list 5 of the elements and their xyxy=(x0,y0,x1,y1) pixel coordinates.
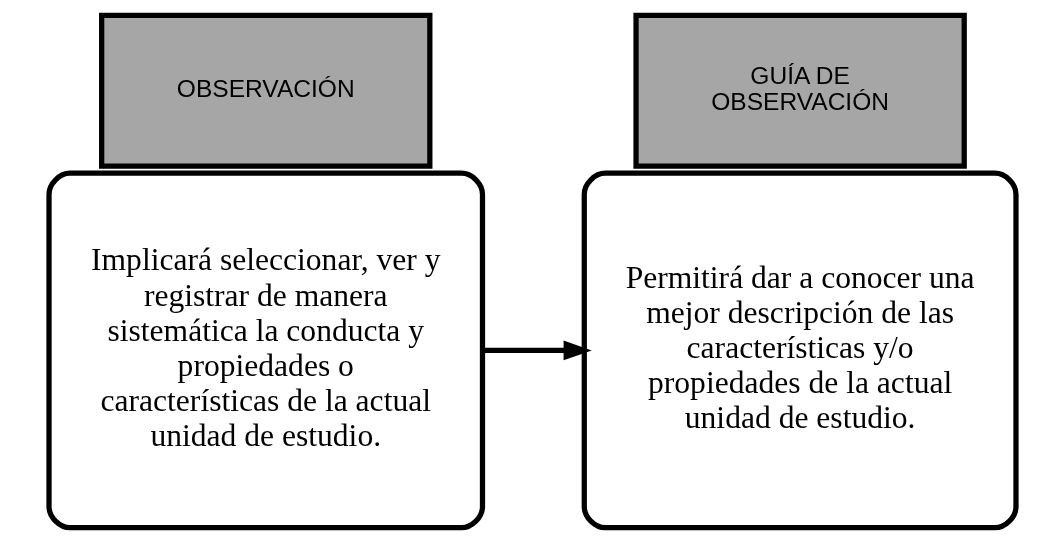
arrow xyxy=(482,340,592,361)
node-box: GUÍA DE OBSERVACIÓN xyxy=(632,12,967,169)
node-box: Permitirá dar a conocer una mejor descripción de las características y/o propiedades de la actual unidad de estudio. xyxy=(581,170,1019,531)
node-box: Implicará seleccionar, ver y registrar de manera sistemática la conducta y propiedades o características de la actual unidad de estudio. xyxy=(45,170,485,531)
node-box: OBSERVACIÓN xyxy=(98,12,432,169)
